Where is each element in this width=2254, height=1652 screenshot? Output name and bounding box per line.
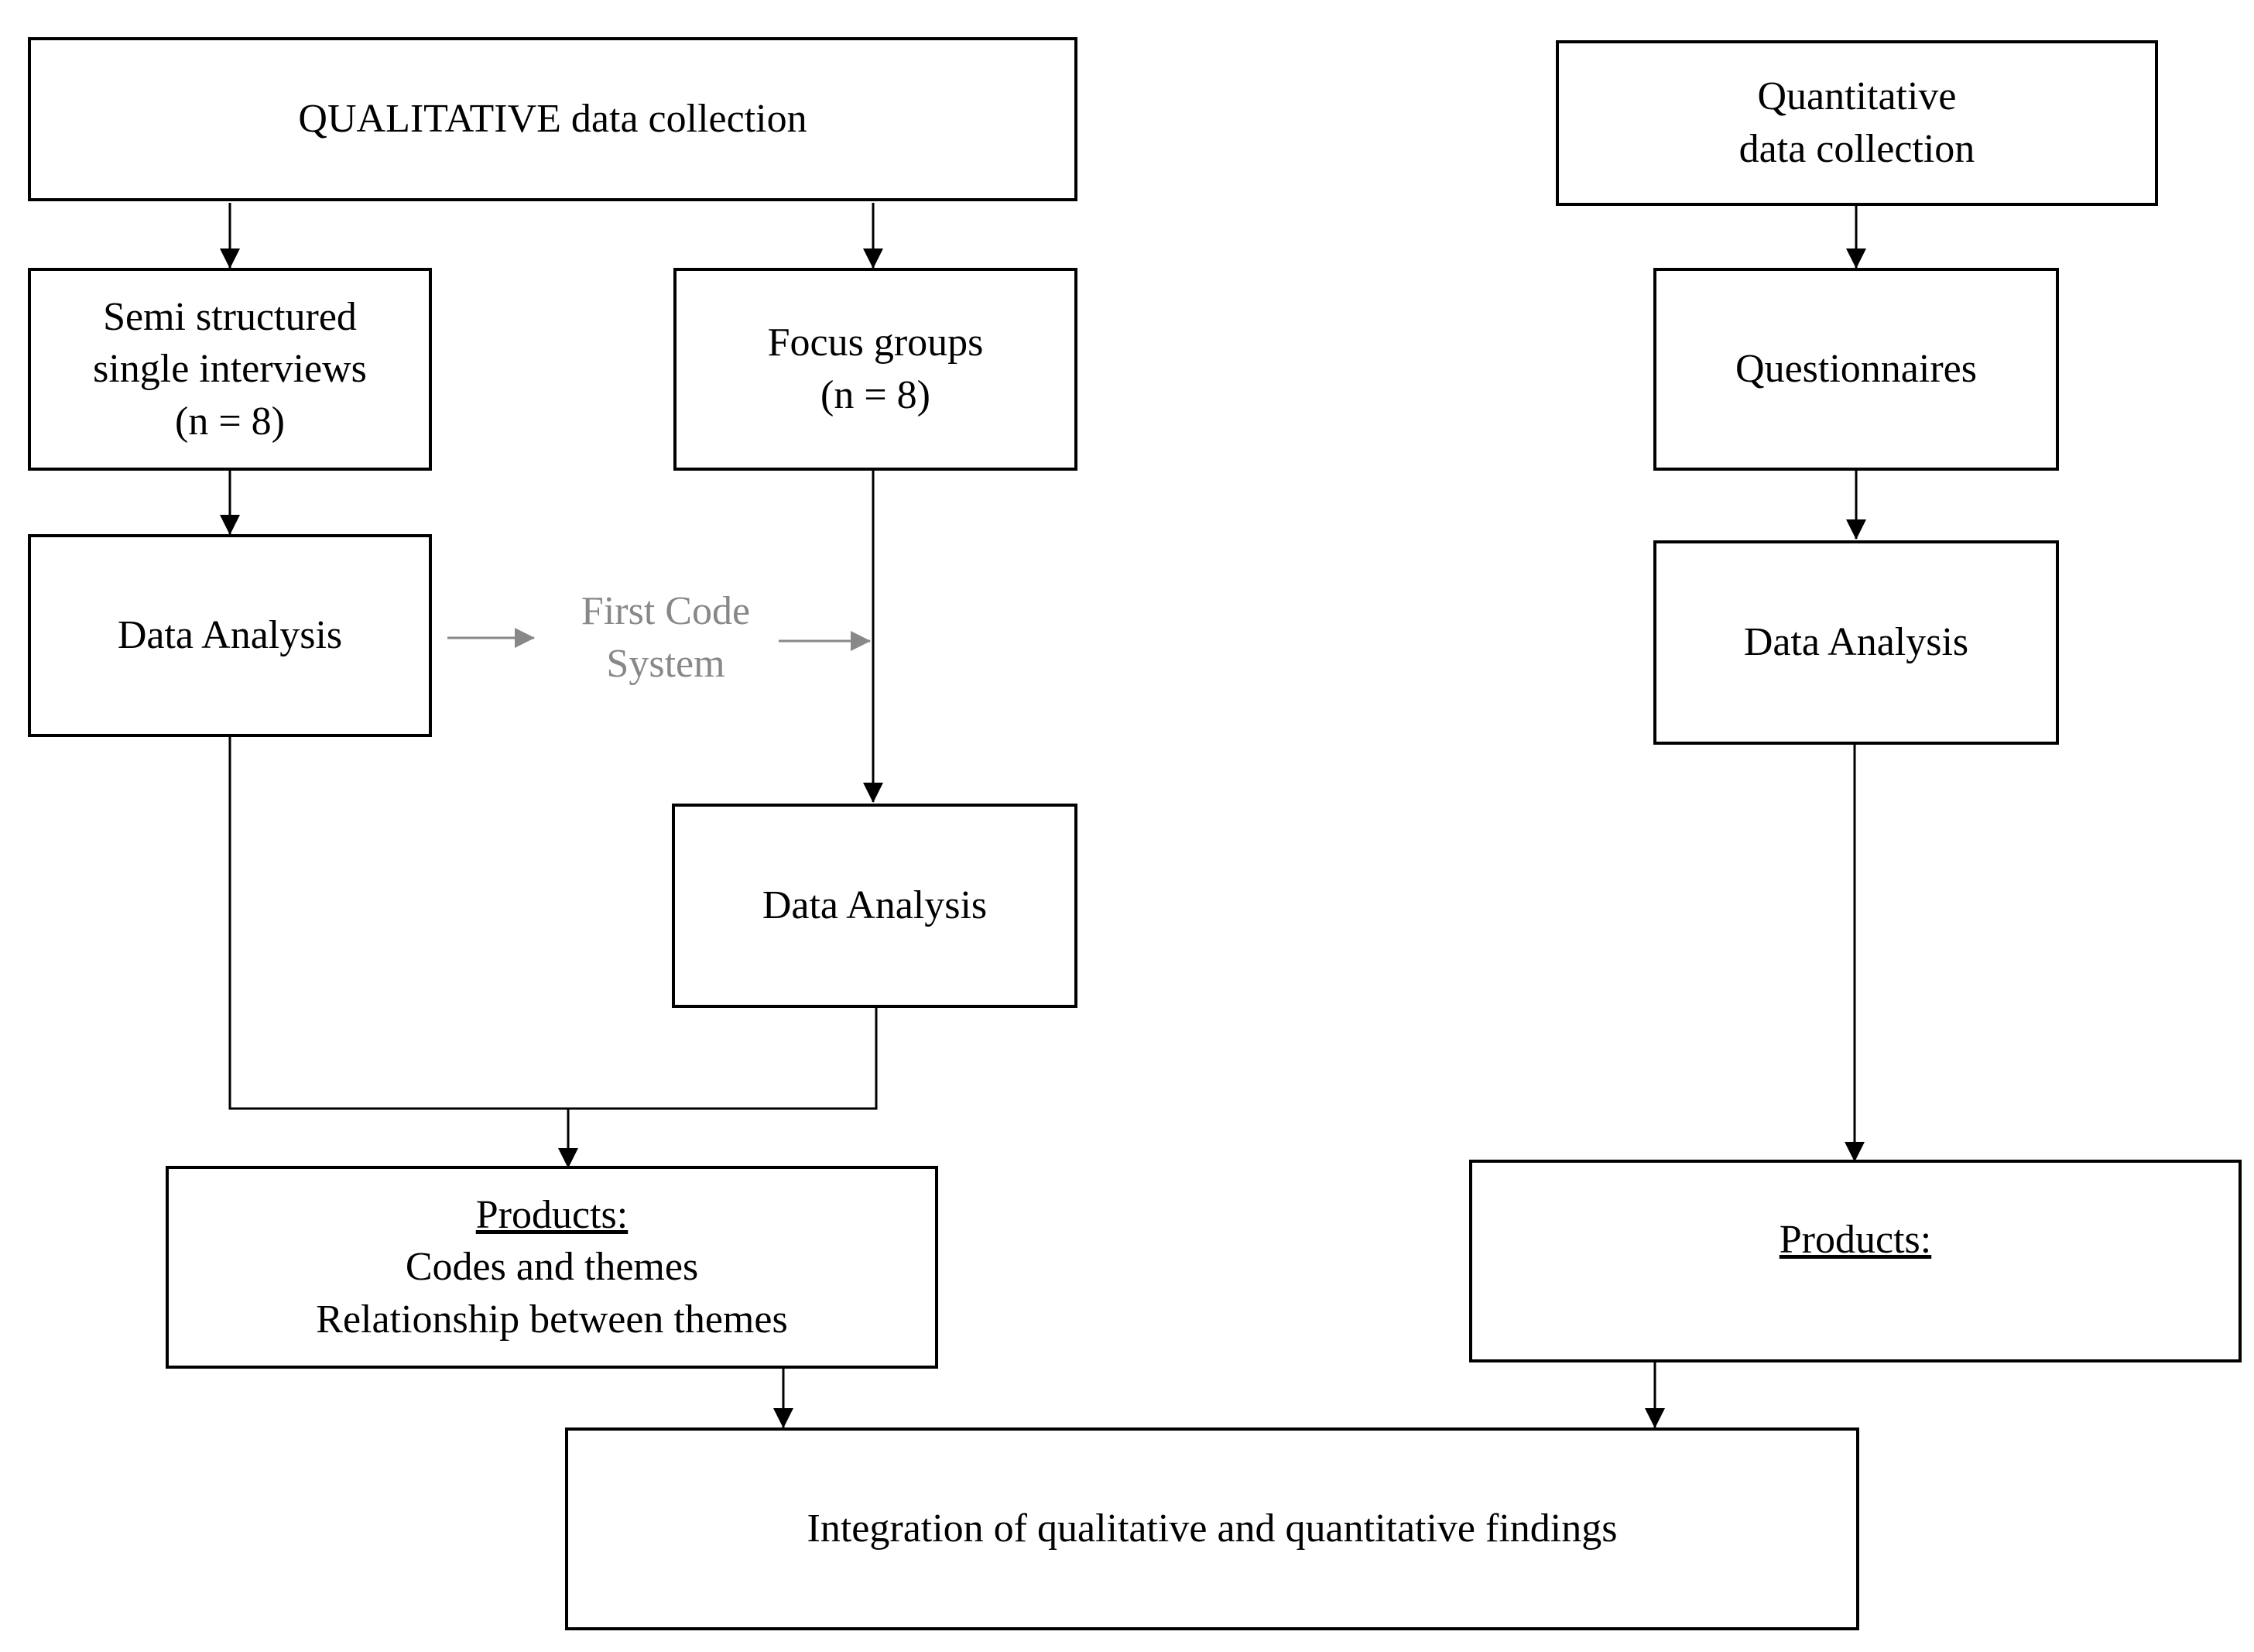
merge-line-right [568,1008,878,1110]
quantitative-products-box: Products: [1469,1160,2242,1362]
integration-box: Integration of qualitative and quantitat… [565,1428,1859,1630]
qualitative-products-heading: Products: [475,1192,629,1237]
qualitative-products-line-1: Codes and themes [405,1245,699,1290]
focus-groups-line-1: Focus groups [767,320,984,365]
quantitative-title-line-1: Quantitative [1757,74,1957,119]
quantitative-products-heading: Products: [1779,1218,1932,1262]
interviews-line-2: single interviews [93,347,367,392]
qualitative-collection-box: QUALITATIVE data collection [28,37,1077,201]
questionnaires-box: Questionnaires [1653,268,2059,471]
interviews-count: (n = 8) [175,399,285,444]
qualitative-collection-title: QUALITATIVE data collection [298,97,807,142]
qualitative-products-line-2: Relationship between themes [316,1297,788,1342]
first-code-system-label: First Code System [542,585,790,690]
questionnaires-label: Questionnaires [1735,347,1977,392]
first-code-system-line-2: System [606,641,725,686]
interviews-line-1: Semi structured [103,294,357,339]
integration-label: Integration of qualitative and quantitat… [807,1506,1618,1551]
quantitative-title-line-2: data collection [1738,127,1975,171]
quantitative-analysis-label: Data Analysis [1743,620,1969,665]
merge-line-left [228,737,568,1110]
first-code-system-line-1: First Code [581,589,751,633]
quantitative-collection-box: Quantitative data collection [1556,40,2158,206]
focus-groups-box: Focus groups (n = 8) [673,268,1077,471]
focus-groups-count: (n = 8) [820,373,930,417]
focus-analysis-label: Data Analysis [762,883,988,928]
interviews-analysis-box: Data Analysis [28,534,432,737]
interviews-box: Semi structured single interviews (n = 8… [28,268,432,471]
quantitative-analysis-box: Data Analysis [1653,540,2059,745]
interviews-analysis-label: Data Analysis [117,613,343,658]
qualitative-products-box: Products: Codes and themes Relationship … [166,1166,938,1369]
focus-analysis-box: Data Analysis [672,804,1077,1008]
